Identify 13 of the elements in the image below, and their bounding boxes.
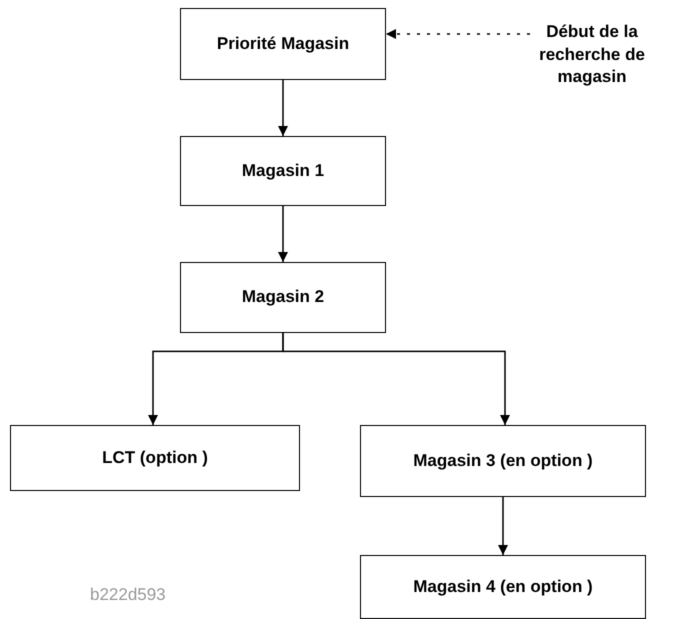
arrow — [278, 80, 288, 136]
arrow — [282, 333, 510, 425]
arrow — [278, 206, 288, 262]
process-box: Priorité Magasin — [180, 8, 386, 80]
note-text: Début de la recherche de magasin — [538, 20, 646, 88]
process-box: LCT (option ) — [10, 425, 300, 491]
process-box: Magasin 3 (en option ) — [360, 425, 646, 497]
figure-code: b222d593 — [90, 585, 166, 605]
process-box: Magasin 4 (en option ) — [360, 555, 646, 619]
process-box: Magasin 2 — [180, 262, 386, 333]
arrow — [498, 497, 508, 555]
arrow — [386, 29, 530, 39]
process-box: Magasin 1 — [180, 136, 386, 206]
